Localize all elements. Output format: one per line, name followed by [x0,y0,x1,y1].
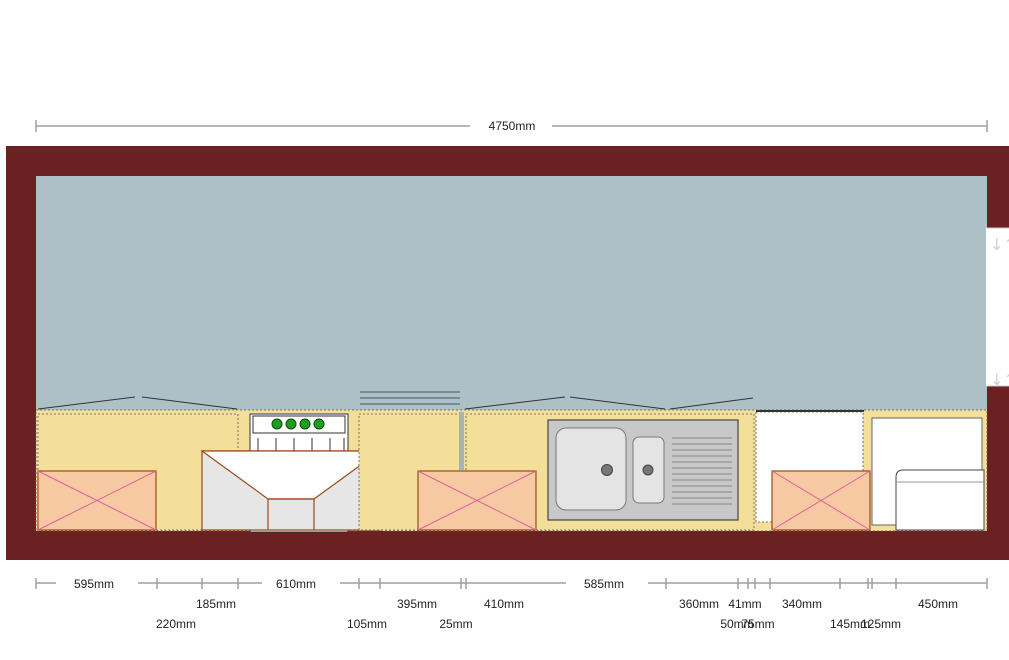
base-cabinet-4[interactable] [871,417,985,531]
total-width-label: 4750mm [489,119,536,133]
dimension-ticks [35,578,988,589]
dim-label: 41mm [728,597,761,611]
dim-label: 105mm [347,617,387,631]
dim-label: 220mm [156,617,196,631]
appliance-box-1 [37,470,157,531]
appliance-box-2 [417,470,537,531]
dimension-row-2: 185mm 395mm 410mm 360mm 41mm 340mm 450mm [196,597,958,611]
total-width-dimension: 4750mm [35,119,988,133]
wall-cabinet-lines [37,396,754,410]
dim-label: 360mm [679,597,719,611]
dimension-row-1: 595mm 610mm 585mm [74,577,624,591]
dimension-row-3: 220mm 105mm 25mm 50mm 75mm 145mm 125mm [156,617,901,631]
dim-label: 395mm [397,597,437,611]
dim-label: 145mm [830,617,870,631]
dim-label: 340mm [782,597,822,611]
sink-icon[interactable] [547,419,739,521]
dim-label: 185mm [196,597,236,611]
dim-label: 585mm [584,577,624,591]
dim-label: 125mm [861,617,901,631]
dim-label: 25mm [439,617,472,631]
dim-label: 595mm [74,577,114,591]
appliance-box-3 [771,470,871,531]
dim-label: 410mm [484,597,524,611]
dim-label: 50mm [720,617,753,631]
extractor-hood-icon [360,391,460,405]
door-icon[interactable]: ↓↑ ↓↑ [986,227,1009,389]
corner-unit[interactable] [200,450,382,531]
dim-label: 450mm [918,597,958,611]
dim-label: 610mm [276,577,316,591]
svg-text:↓↑: ↓↑ [990,370,1009,389]
svg-text:↓↑: ↓↑ [990,235,1009,254]
dim-label: 75mm [741,617,774,631]
